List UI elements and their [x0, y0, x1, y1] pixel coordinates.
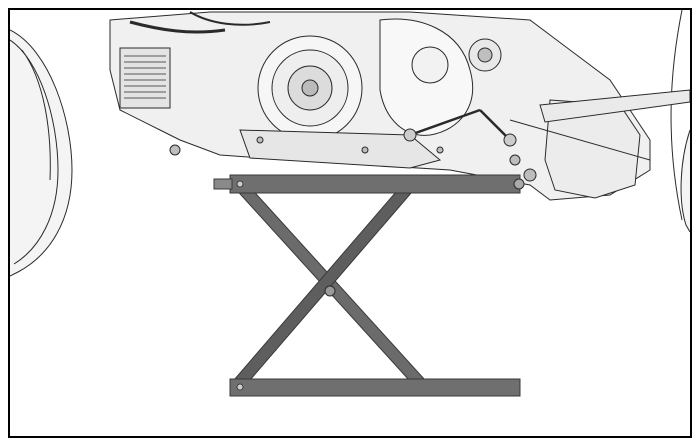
- illustration-border: [8, 8, 692, 438]
- scissor-stand: [213, 174, 525, 397]
- front-wheel: [10, 29, 73, 277]
- engine-assembly: [109, 11, 690, 201]
- rear-wheel: [670, 10, 690, 233]
- illustration-svg: [10, 10, 690, 397]
